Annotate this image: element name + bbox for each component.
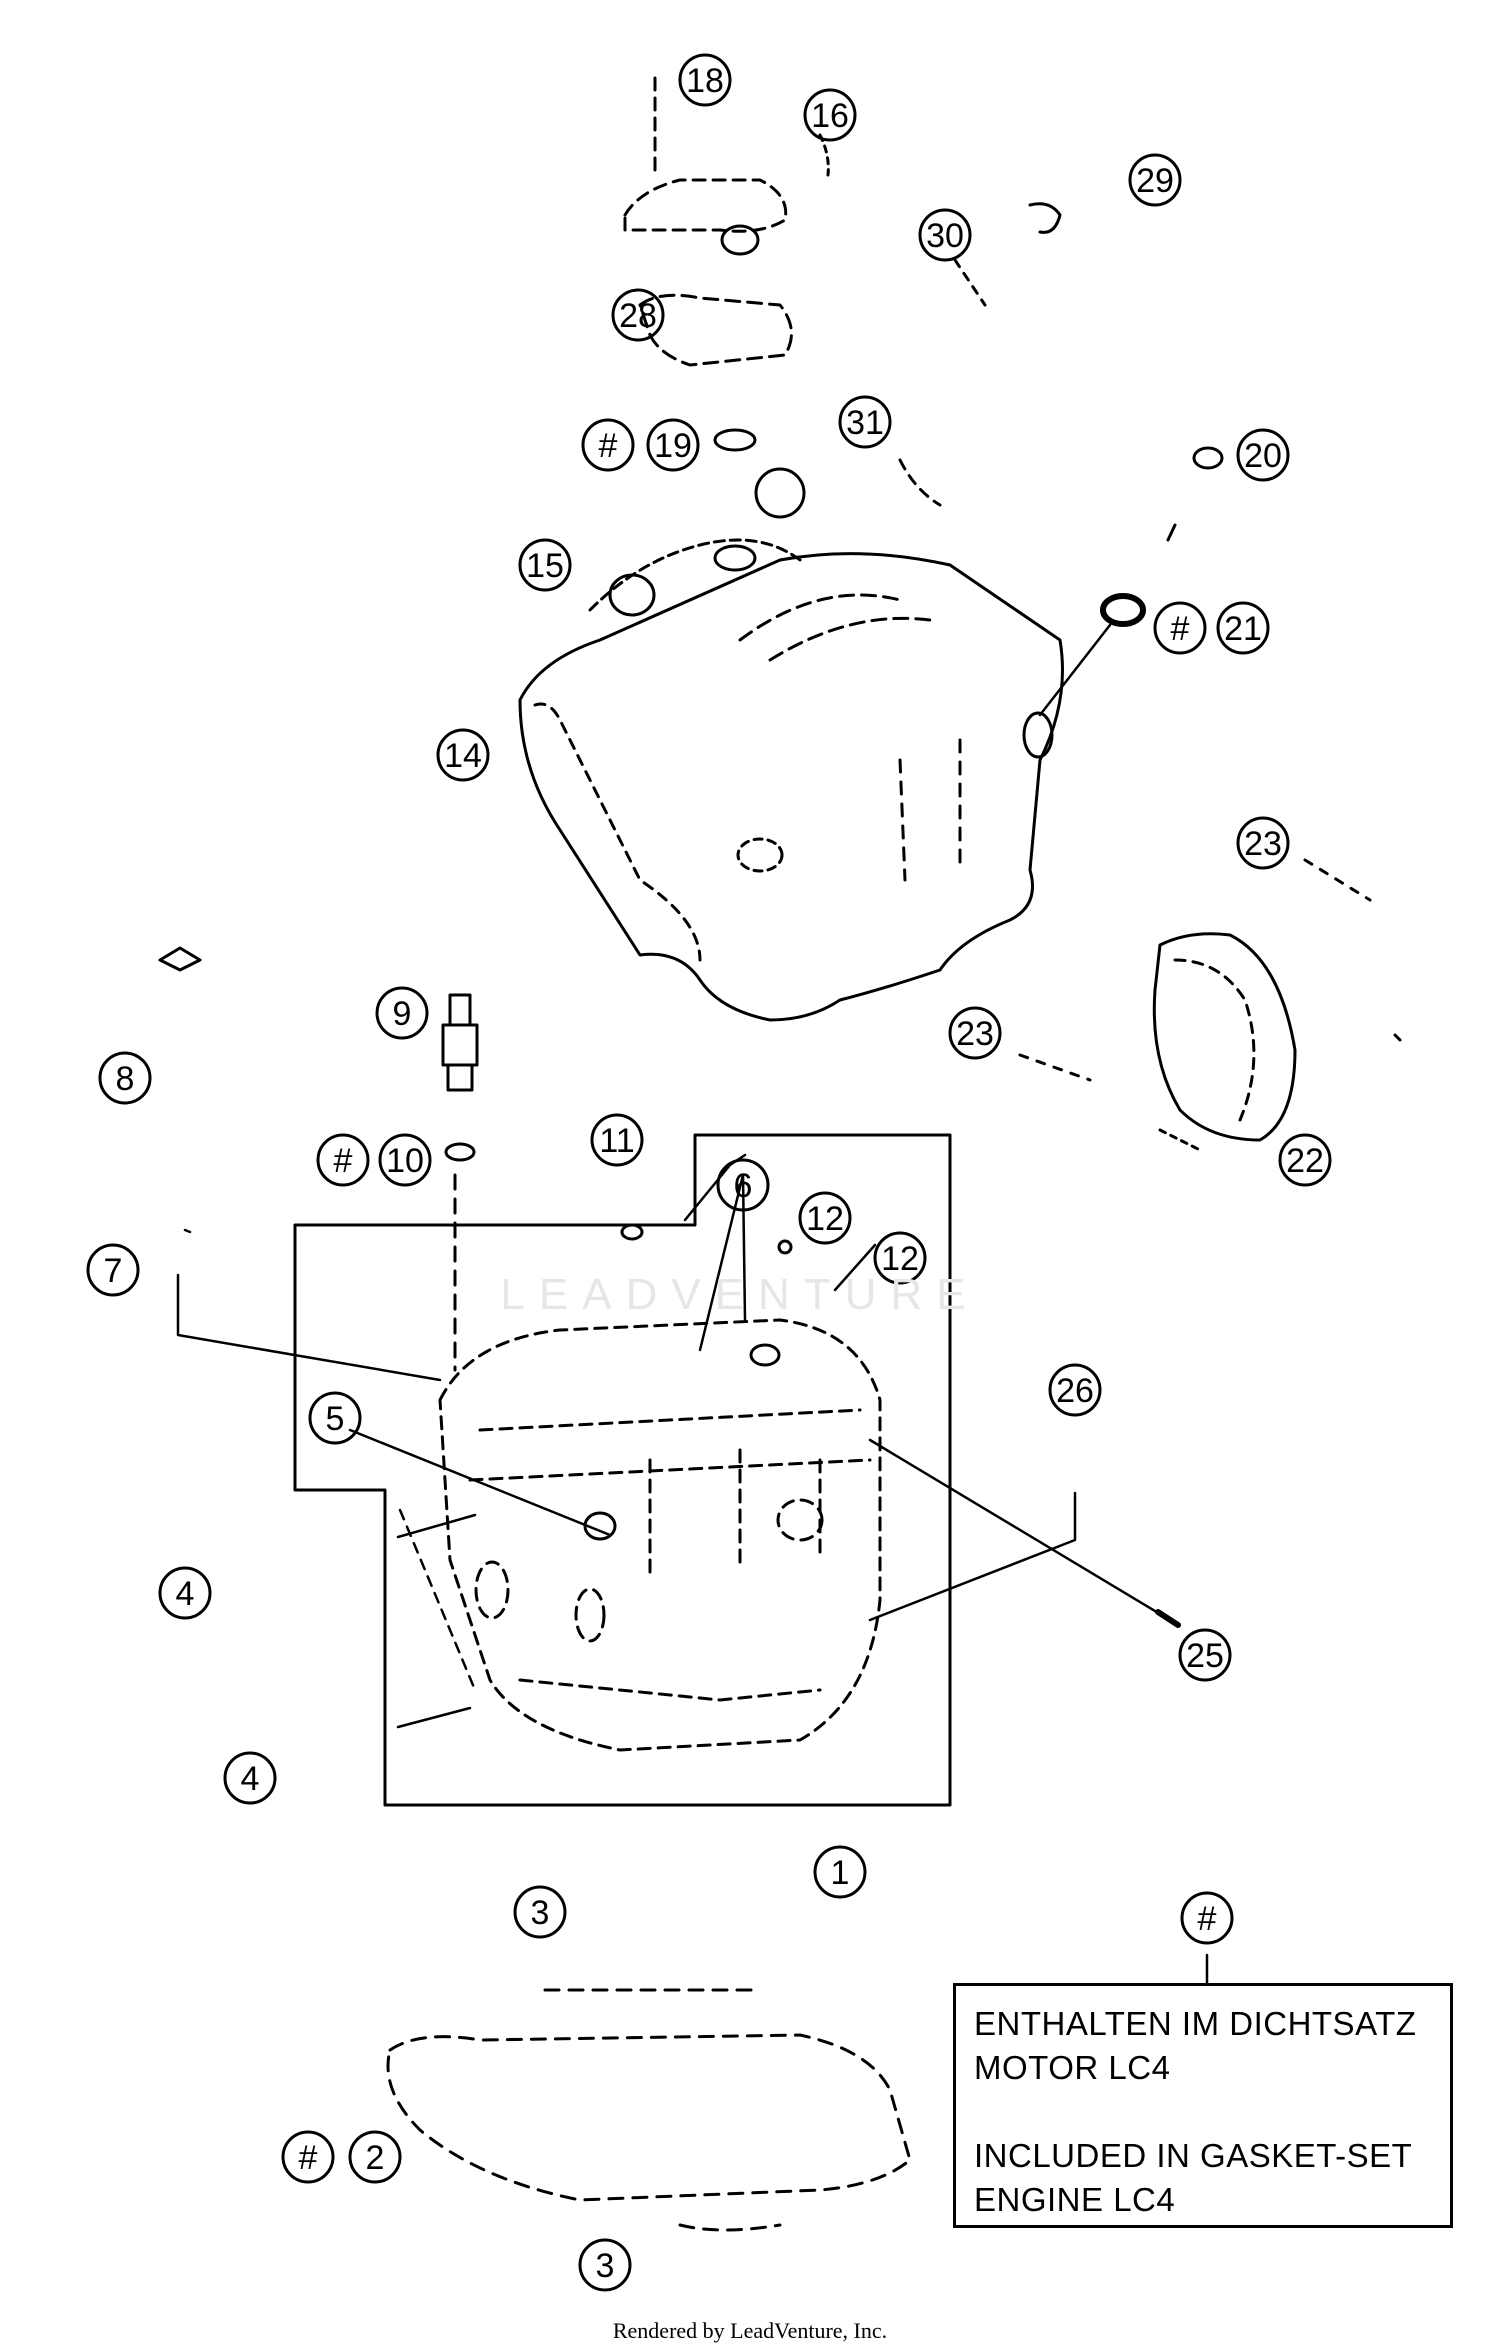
callout-10: 10	[378, 1133, 432, 1187]
callout-9-label: 9	[393, 995, 412, 1033]
callout-12b: 12	[873, 1231, 927, 1285]
callout-23a: 23	[1236, 816, 1290, 870]
callout-12-label: 12	[806, 1200, 844, 1238]
callout-2-label: 2	[366, 2139, 385, 2177]
callout-28: 28	[611, 288, 665, 342]
callout-5-label: 5	[326, 1400, 345, 1438]
callout-hash-10: #	[316, 1133, 370, 1187]
callout-3-label: 3	[596, 2247, 615, 2285]
note-line-en-1: INCLUDED IN GASKET-SET	[974, 2137, 1413, 2174]
callout-15-label: 15	[526, 547, 564, 585]
callout-hash-19: #	[581, 418, 635, 472]
callout-6-label: 6	[734, 1167, 753, 1205]
callout-4-label: 4	[176, 1575, 195, 1613]
part-12-screw	[777, 1239, 793, 1255]
callout-14-label: 14	[444, 737, 482, 775]
leader-lines	[176, 1153, 1209, 1987]
callout-hash-top: #	[1180, 1891, 1234, 1945]
part-8-nut	[158, 946, 202, 972]
callout-19: 19	[646, 418, 700, 472]
base-gasket	[386, 1988, 912, 2232]
callout-25: 25	[1178, 1628, 1232, 1682]
callout-1-label: 1	[831, 1854, 850, 1892]
cylinder-head-frame	[293, 1133, 952, 1807]
callout-4b: 4	[223, 1751, 277, 1805]
hash-marker: #	[599, 427, 618, 465]
callout-21-label: 21	[1224, 610, 1262, 648]
gasket-set-note: ENTHALTEN IM DICHTSATZ MOTOR LC4 INCLUDE…	[953, 1983, 1453, 2228]
callout-9: 9	[375, 986, 429, 1040]
top-parts	[623, 76, 1224, 717]
callout-29-label: 29	[1136, 162, 1174, 200]
callout-11-label: 11	[599, 1122, 634, 1160]
callout-19-label: 19	[654, 427, 692, 465]
callout-8-label: 8	[116, 1060, 135, 1098]
callout-20: 20	[1236, 428, 1290, 482]
hash-marker: #	[1198, 1900, 1217, 1938]
part-12-bolt	[749, 1343, 781, 1367]
callout-12-label: 12	[881, 1240, 919, 1278]
callout-6: 6	[716, 1158, 770, 1212]
callout-3b: 3	[578, 2238, 632, 2292]
callout-2: 2	[348, 2130, 402, 2184]
callout-hash-21: #	[1153, 601, 1207, 655]
callout-1: 1	[813, 1845, 867, 1899]
footer-credit: Rendered by LeadVenture, Inc.	[612, 2318, 888, 2343]
callout-26: 26	[1048, 1363, 1102, 1417]
callout-31-label: 31	[846, 404, 884, 442]
callout-29: 29	[1128, 153, 1182, 207]
callout-28-label: 28	[619, 297, 657, 335]
hash-marker: #	[299, 2139, 318, 2177]
note-line-de-1: ENTHALTEN IM DICHTSATZ	[974, 2005, 1417, 2042]
callout-7-label: 7	[104, 1252, 123, 1290]
callout-30-label: 30	[926, 217, 964, 255]
cylinder-head	[438, 1318, 882, 1752]
callout-25-label: 25	[1186, 1637, 1224, 1675]
hash-marker: #	[334, 1142, 353, 1180]
callout-23b: 23	[948, 1006, 1002, 1060]
callout-23-label: 23	[1244, 825, 1282, 863]
callout-22: 22	[1278, 1133, 1332, 1187]
callout-10-label: 10	[386, 1142, 424, 1180]
note-line-de-2: MOTOR LC4	[974, 2049, 1171, 2086]
callout-5: 5	[308, 1391, 362, 1445]
callout-18: 18	[678, 53, 732, 107]
callout-30: 30	[918, 208, 972, 262]
callout-23-label: 23	[956, 1015, 994, 1053]
callout-21: 21	[1216, 601, 1270, 655]
callout-15: 15	[518, 538, 572, 592]
callout-12a: 12	[798, 1191, 852, 1245]
callout-8: 8	[98, 1051, 152, 1105]
part-11-seal	[620, 1223, 644, 1241]
hash-marker: #	[1171, 610, 1190, 648]
callout-3-label: 3	[531, 1894, 550, 1932]
callout-hash-2: #	[281, 2130, 335, 2184]
callout-3a: 3	[513, 1885, 567, 1939]
callout-18-label: 18	[686, 62, 724, 100]
callout-4-label: 4	[241, 1760, 260, 1798]
callout-20-label: 20	[1244, 437, 1282, 475]
note-line-en-2: ENGINE LC4	[974, 2181, 1176, 2218]
callout-7: 7	[86, 1243, 140, 1297]
callout-11: 11	[590, 1113, 644, 1167]
callout-22-label: 22	[1286, 1142, 1324, 1180]
valve-cover	[518, 467, 1064, 1022]
callout-26-label: 26	[1056, 1372, 1094, 1410]
callout-16-label: 16	[811, 97, 849, 135]
callout-group: 18 16 29 30 28 # 19 31 20 15 # 21 14 23 …	[86, 53, 1332, 2292]
watermark: LEADVENTURE	[500, 1270, 980, 1319]
callout-4a: 4	[158, 1566, 212, 1620]
callout-14: 14	[436, 728, 490, 782]
callout-16: 16	[803, 88, 857, 142]
callout-31: 31	[838, 395, 892, 449]
sensor-part	[441, 993, 479, 1372]
right-side-parts	[1018, 858, 1402, 1152]
